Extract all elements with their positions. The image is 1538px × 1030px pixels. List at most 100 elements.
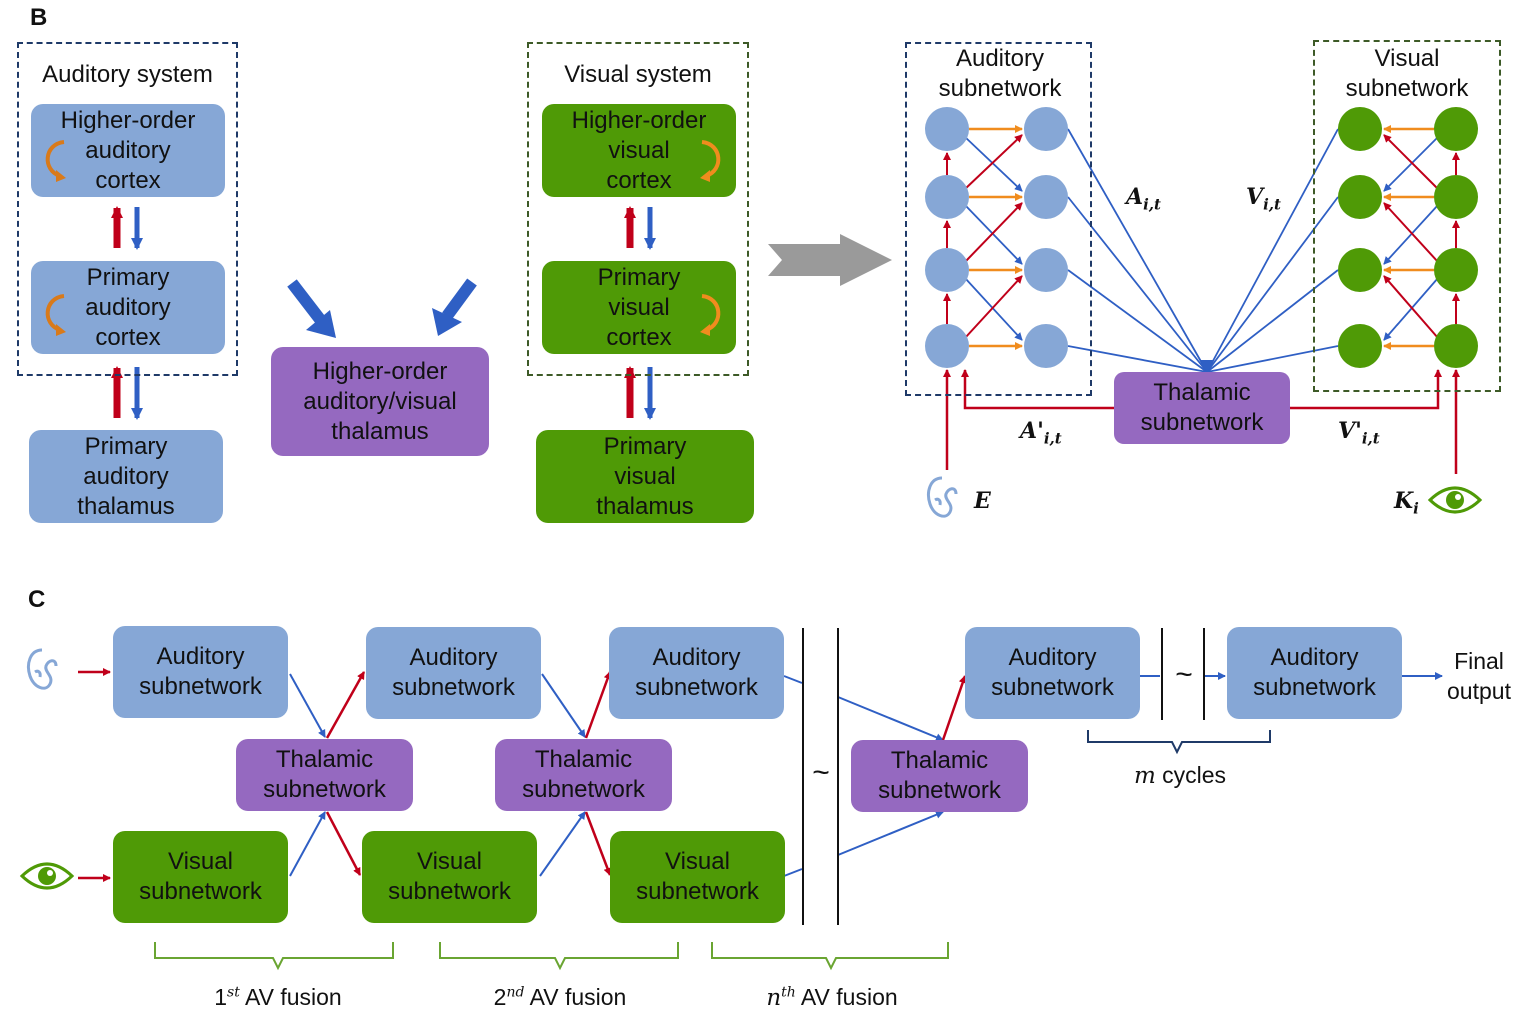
primary-visual-cortex: Primary visual cortex [542, 261, 736, 354]
auditory-diagonal-edge [964, 134, 1023, 190]
c-visual-label: Visual subnetwork [388, 848, 511, 905]
fusion-n-text: AV fusion [795, 984, 898, 1010]
primary-auditory-cortex: Primary auditory cortex [31, 261, 225, 354]
m-cycles-label: m cycles [1100, 762, 1260, 789]
visual-diagonal-edge [1383, 136, 1439, 192]
primary-auditory-thalamus: Primary auditory thalamus [29, 430, 223, 523]
fusion-n-num: n [766, 985, 782, 1011]
m-cycles-brace [1087, 730, 1271, 755]
c-thalamic-label: Thalamic subnetwork [263, 746, 386, 803]
higher-order-thalamus-label: Higher-order auditory/visual thalamus [303, 357, 457, 445]
visual-output-node [1338, 248, 1382, 292]
c-visual-label: Visual subnetwork [139, 848, 262, 905]
visual-input-node [1434, 324, 1478, 368]
primary-visual-thalamus: Primary visual thalamus [536, 430, 754, 523]
higher-order-visual-cortex: Higher-order visual cortex [542, 104, 736, 197]
label-a-prime: A' [1020, 418, 1044, 444]
auditory-output-node [1024, 248, 1068, 292]
visual-system-title: Visual system [564, 61, 712, 88]
auditory-input-node [925, 175, 969, 219]
network-nodes [925, 107, 1478, 368]
auditory-output-node [1024, 324, 1068, 368]
higher-order-auditory-cortex-label: Higher-order auditory cortex [60, 106, 196, 194]
auditory-output-node [1024, 175, 1068, 219]
visual-thalamus-edge [1206, 345, 1339, 373]
visual-input-node [1434, 175, 1478, 219]
thalamus-input-arrows [287, 278, 477, 338]
higher-order-visual-cortex-label: Higher-order visual cortex [571, 106, 707, 194]
visual-output-node [1338, 324, 1382, 368]
auditory-diagonal-edge [964, 204, 1023, 265]
visual-input-node [1434, 107, 1478, 151]
c-auditory-label: Auditory subnetwork [392, 644, 515, 701]
c-auditory-label: Auditory subnetwork [635, 644, 758, 701]
c-thalamic-subnetwork-1: Thalamic subnetwork [236, 739, 413, 811]
visual-input-node [1434, 248, 1478, 292]
visual-diagonal-edge [1383, 277, 1439, 341]
visual-diagonal-edge [1383, 134, 1439, 190]
label-e: E [974, 488, 991, 514]
c-auditory-subnetwork-4: Auditory subnetwork [965, 627, 1140, 719]
auditory-input-node [925, 324, 969, 368]
fusion-2-label: 2nd AV fusion [442, 984, 678, 1011]
auditory-output-node [1024, 107, 1068, 151]
primary-visual-cortex-label: Primary visual cortex [597, 263, 681, 351]
panel-c-connections [78, 628, 1443, 925]
fusion-1-sup: st [227, 984, 240, 1001]
label-v-sub: i,t [1263, 195, 1281, 214]
ear-icon [27, 648, 58, 690]
recurrent-loop-icon [45, 140, 66, 182]
recurrent-loop-icon [700, 140, 721, 182]
label-k: K [1394, 488, 1414, 514]
auditory-diagonal-edge [964, 136, 1023, 192]
c-visual-subnetwork-3: Visual subnetwork [610, 831, 785, 923]
thalamic-feedback-lines [943, 369, 1460, 474]
transform-arrow [768, 234, 892, 286]
c-thalamic-label: Thalamic subnetwork [878, 747, 1001, 804]
c-visual-subnetwork-1: Visual subnetwork [113, 831, 288, 923]
ear-icon [927, 476, 958, 518]
fusion-2-text: AV fusion [524, 984, 627, 1010]
visual-diagonal-edge [1383, 204, 1439, 265]
visual-system-frame [527, 42, 749, 376]
recurrent-loop-icon [700, 294, 721, 336]
c-auditory-label: Auditory subnetwork [1253, 644, 1376, 701]
thalamus-convergence-arrowhead [1200, 360, 1214, 373]
auditory-subnetwork-frame [905, 42, 1092, 396]
label-k-i: Ki [1394, 488, 1419, 517]
visual-output-node [1338, 175, 1382, 219]
c-auditory-label: Auditory subnetwork [139, 643, 262, 700]
primary-auditory-cortex-label: Primary auditory cortex [85, 263, 171, 351]
label-a-prime-sub: i,t [1043, 429, 1062, 448]
fusion-1-num: 1 [214, 984, 228, 1010]
higher-order-auditory-cortex: Higher-order auditory cortex [31, 104, 225, 197]
thalamic-subnetwork: Thalamic subnetwork [1114, 372, 1290, 444]
c-tilde-1: ~ [812, 756, 830, 789]
m-cycles-text: cycles [1155, 762, 1227, 788]
auditory-diagonal-edge [964, 202, 1023, 263]
fusion-n-label: nth AV fusion [714, 984, 950, 1011]
visual-thalamus-edge [1206, 196, 1339, 373]
c-thalamic-subnetwork-2: Thalamic subnetwork [495, 739, 672, 811]
c-auditory-label: Auditory subnetwork [991, 644, 1114, 701]
label-v-prime-it: V'i,t [1338, 418, 1380, 447]
fusion-1-label: 1st AV fusion [160, 984, 396, 1011]
recurrent-loop-icon [45, 294, 66, 336]
c-visual-label: Visual subnetwork [636, 848, 759, 905]
auditory-system-frame [17, 42, 238, 376]
label-v-prime: V' [1338, 418, 1362, 444]
auditory-subnetwork-title: Auditory subnetwork [938, 45, 1062, 102]
eye-icon [19, 862, 75, 890]
label-k-sub: i [1413, 499, 1419, 518]
panel-label-c: C [28, 586, 46, 613]
thalamic-subnetwork-label: Thalamic subnetwork [1140, 379, 1264, 436]
label-v-prime-sub: i,t [1361, 429, 1380, 448]
label-v: V [1246, 184, 1264, 210]
visual-subnetwork-title: Visual subnetwork [1345, 45, 1469, 102]
c-auditory-subnetwork-1: Auditory subnetwork [113, 626, 288, 718]
eye-icon [1427, 486, 1483, 514]
auditory-diagonal-edge [964, 275, 1023, 339]
fusion-2-sup: nd [506, 984, 525, 1001]
visual-thalamus-edge [1206, 128, 1339, 373]
